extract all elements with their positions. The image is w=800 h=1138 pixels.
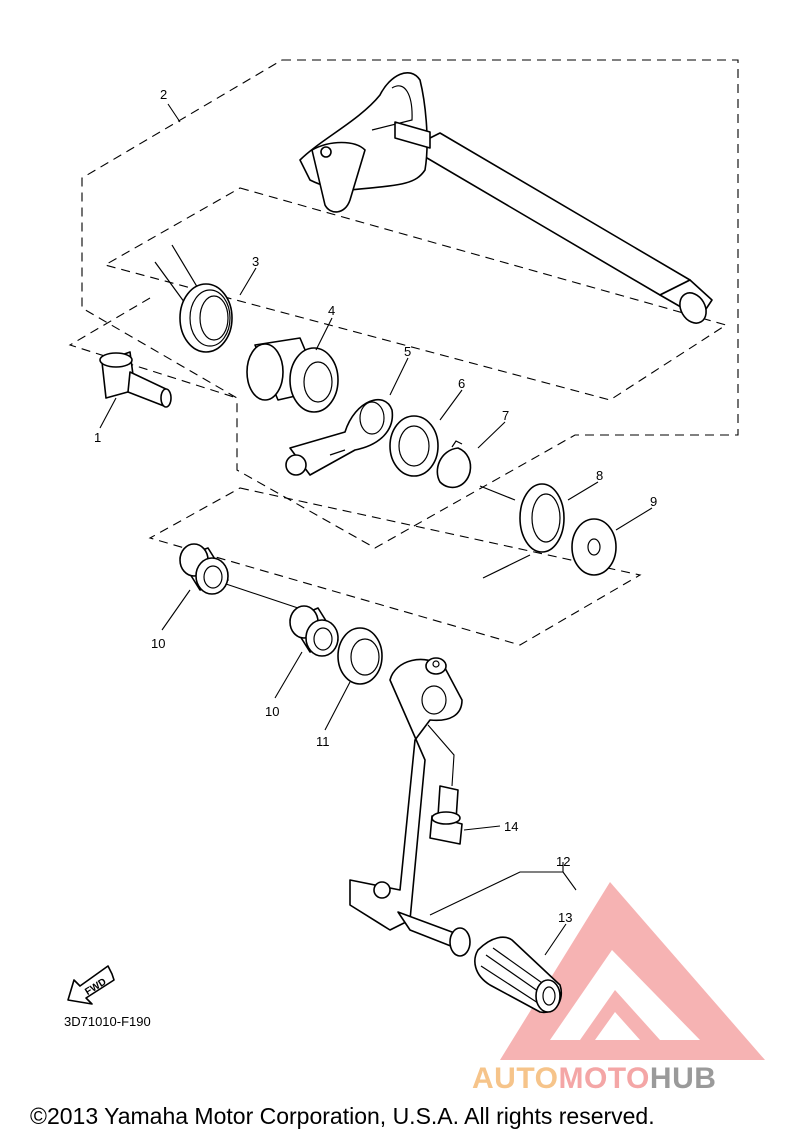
callout-6: 6 [458, 376, 465, 391]
assembly-outline-lower-plane [148, 487, 642, 646]
callout-13: 13 [558, 910, 572, 925]
watermark-text-moto: MOTO [558, 1062, 649, 1095]
pedal-rubber [474, 936, 562, 1014]
leader-11 [324, 681, 351, 731]
watermark-text-auto: AUTO [472, 1062, 558, 1095]
leader-5 [389, 357, 409, 396]
stud-bolt [99, 351, 172, 408]
leader-7 [477, 421, 506, 449]
callout-7: 7 [502, 408, 509, 423]
shift-pedal [349, 657, 471, 957]
bolt-axis-line [427, 724, 455, 787]
copyright-notice: ©2013 Yamaha Motor Corporation, U.S.A. A… [30, 1103, 655, 1129]
fwd-arrow-icon: FWD [67, 965, 115, 1005]
washer-9 [571, 518, 617, 576]
torsion-spring [154, 244, 233, 353]
leader-2 [167, 103, 181, 123]
needle-bearing-upper [179, 543, 229, 595]
leader-14 [463, 825, 501, 831]
watermark-text-hub: HUB [650, 1062, 717, 1095]
callout-2: 2 [160, 87, 167, 102]
callout-4: 4 [328, 303, 335, 318]
circlip [436, 440, 472, 489]
leader-12 [429, 862, 564, 916]
watermark-triangle [500, 882, 765, 1060]
leader-4 [315, 317, 333, 351]
leader-9 [615, 507, 653, 531]
leader-12b [562, 871, 577, 891]
pedal-bolt [429, 785, 463, 845]
callout-3: 3 [252, 254, 259, 269]
shaft-axis-line [225, 583, 299, 609]
watermark-text: AUTOMOTOHUB [472, 1062, 716, 1095]
assembly-outline-2 [81, 59, 739, 549]
return-spring [479, 483, 565, 579]
needle-bearing-lower [289, 605, 339, 657]
callout-11: 11 [316, 734, 330, 749]
leader-1 [99, 397, 117, 429]
oil-seal [337, 627, 383, 685]
shift-shaft [299, 72, 713, 324]
callout-8: 8 [596, 468, 603, 483]
callout-9: 9 [650, 494, 657, 509]
watermark-inner-mark [580, 990, 660, 1040]
leader-10a [161, 589, 191, 631]
leader-line-1-group [68, 297, 238, 399]
leader-13 [544, 923, 567, 956]
callout-5: 5 [404, 344, 411, 359]
leader-10b [274, 651, 303, 699]
leader-3 [239, 267, 257, 296]
callout-14: 14 [504, 819, 518, 834]
collar [246, 337, 339, 413]
assembly-outline-upper-plane [103, 187, 728, 401]
callout-10b: 10 [265, 704, 279, 719]
watermark-logo [500, 882, 765, 1060]
diagram-code: 3D71010-F190 [64, 1014, 151, 1029]
washer-6 [389, 415, 439, 477]
callout-10a: 10 [151, 636, 165, 651]
callout-1: 1 [94, 430, 101, 445]
leader-6 [439, 389, 463, 421]
callout-12: 12 [556, 854, 570, 869]
shift-lever-arm [285, 399, 394, 476]
leader-8 [567, 481, 599, 501]
